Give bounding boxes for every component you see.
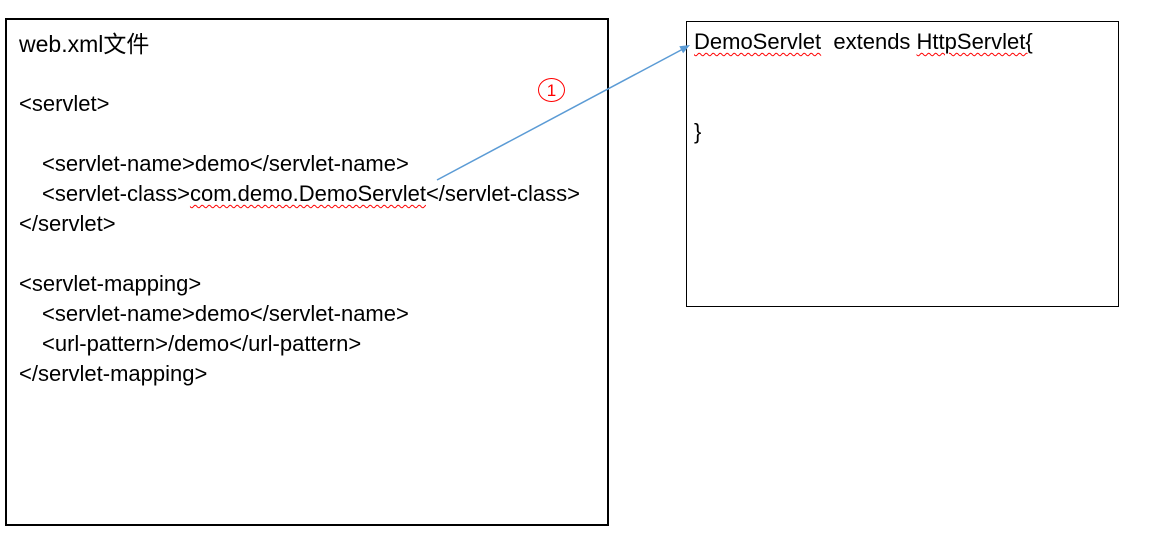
webxml-box: web.xml文件 <servlet> <servlet-name>demo</… <box>5 18 609 526</box>
xml-servlet-class-close-tag: </servlet-class> <box>425 181 580 206</box>
xml-mapping-close: </servlet-mapping> <box>19 361 208 386</box>
class-declaration-line: DemoServlet extends HttpServlet{ <box>694 27 1111 57</box>
xml-mapping-servlet-name: <servlet-name>demo</servlet-name> <box>42 301 409 326</box>
webxml-title: web.xml文件 <box>19 31 150 57</box>
xml-servlet-class-open-tag: <servlet-class> <box>42 181 190 206</box>
xml-servlet-close: </servlet> <box>19 211 116 236</box>
step-1-badge: 1 <box>538 78 565 102</box>
xml-servlet-class-line: <servlet-class>com.demo.DemoServlet</ser… <box>19 179 595 209</box>
closing-brace: } <box>694 119 702 144</box>
xml-mapping-open: <servlet-mapping> <box>19 271 202 296</box>
step-number: 1 <box>546 81 557 100</box>
xml-servlet-name: <servlet-name>demo</servlet-name> <box>42 151 409 176</box>
blank-line <box>694 57 1111 87</box>
servlet-class-box: DemoServlet extends HttpServlet{ } <box>686 21 1119 307</box>
xml-servlet-open: <servlet> <box>19 91 110 116</box>
xml-servlet-class-value: com.demo.DemoServlet <box>189 181 426 206</box>
xml-url-pattern: <url-pattern>/demo</url-pattern> <box>42 331 362 356</box>
extends-keyword: extends <box>821 29 917 54</box>
blank-line <box>19 119 595 149</box>
blank-line <box>694 87 1111 117</box>
class-name: DemoServlet <box>694 29 822 54</box>
blank-line <box>19 59 595 89</box>
superclass-name: HttpServlet{ <box>916 29 1033 54</box>
blank-line <box>19 239 595 269</box>
